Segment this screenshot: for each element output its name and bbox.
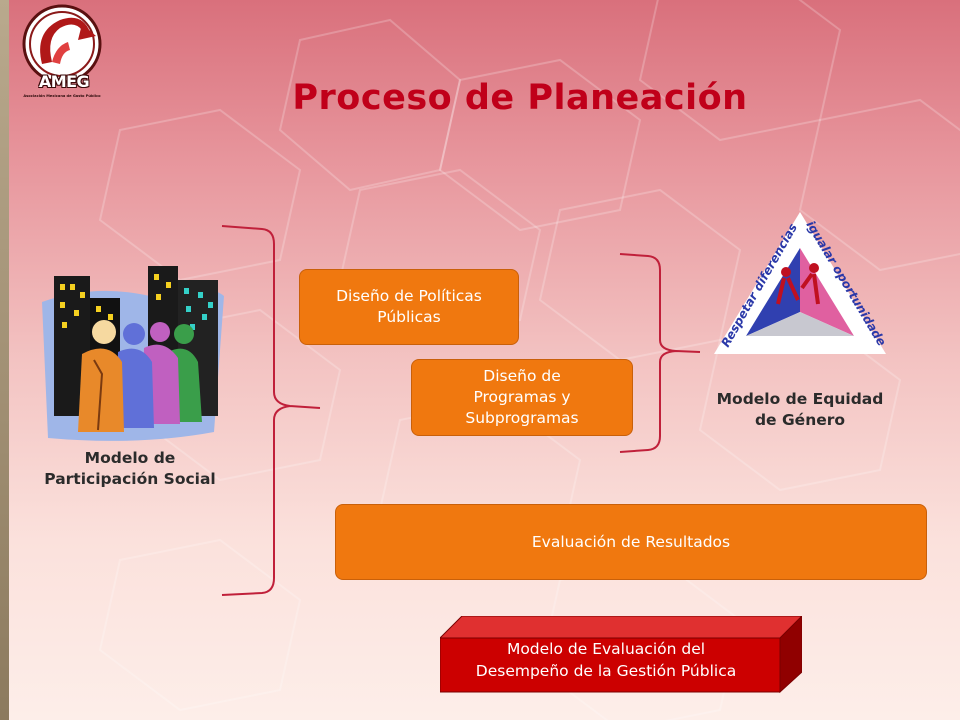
box-text-line: Programas y — [473, 388, 571, 406]
logo-wordmark: AMEG — [38, 72, 90, 91]
right-bracket — [619, 253, 701, 453]
box-text-line: Diseño de Políticas — [336, 287, 482, 305]
policy-design-box: Diseño de Políticas Públicas — [299, 269, 519, 345]
box-text-line: Desempeño de la Gestión Pública — [475, 662, 737, 680]
left-bracket — [221, 225, 321, 596]
ameg-logo — [22, 4, 102, 84]
page-title: Proceso de Planeación — [292, 78, 748, 118]
caption-line: de Género — [754, 411, 846, 429]
box-text-line: Públicas — [377, 308, 441, 326]
gender-equity-caption: Modelo de Equidad de Género — [700, 389, 900, 431]
participation-model-caption: Modelo de Participación Social — [22, 448, 238, 490]
caption-line: Modelo de Equidad — [716, 390, 884, 408]
box-text-line: Modelo de Evaluación del — [506, 640, 706, 658]
results-evaluation-box: Evaluación de Resultados — [335, 504, 927, 580]
performance-evaluation-text: Modelo de Evaluación del Desempeño de la… — [442, 638, 770, 682]
logo-tagline: Asociación Mexicana de Gasto Público — [23, 94, 101, 98]
left-edge-strip — [0, 0, 9, 720]
people-city-icon — [42, 266, 224, 441]
gender-equity-emblem: Respetar diferencias igualar oportunidad… — [708, 208, 889, 354]
caption-line: Modelo de — [84, 449, 176, 467]
caption-line: Participación Social — [44, 470, 216, 488]
box-text-line: Evaluación de Resultados — [531, 532, 731, 551]
box-text-line: Diseño de — [483, 367, 561, 385]
performance-evaluation-box — [440, 616, 802, 694]
program-design-box: Diseño de Programas y Subprogramas — [411, 359, 633, 436]
box-text-line: Subprogramas — [465, 409, 579, 427]
